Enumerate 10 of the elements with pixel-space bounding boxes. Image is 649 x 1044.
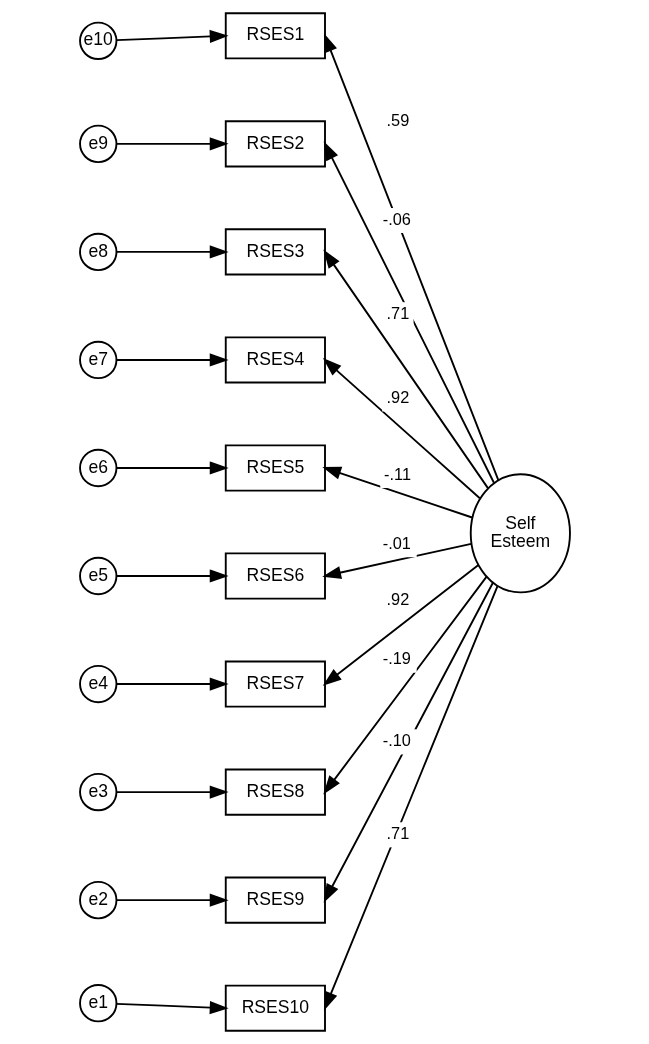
edge-label: -.10 [382, 731, 411, 750]
edge-label: .71 [386, 303, 409, 322]
edge-label: -.19 [382, 649, 411, 668]
edge-label: .92 [386, 590, 409, 609]
edge-label: .92 [386, 388, 409, 407]
edge-label: -.01 [382, 533, 411, 552]
edge-label: .71 [386, 824, 409, 843]
edge-label: -.11 [383, 464, 411, 483]
edge-label: -.06 [382, 209, 411, 228]
edge-label: .59 [386, 110, 409, 129]
